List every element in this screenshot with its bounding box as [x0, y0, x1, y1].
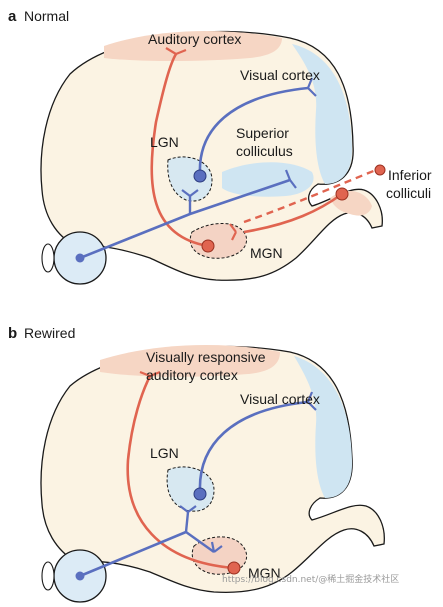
eye — [41, 549, 107, 603]
lgn-neuron-soma — [193, 487, 207, 501]
red-terminal-auditory-cortex — [165, 47, 187, 56]
label-superior-colliculus-1: Superior — [236, 125, 289, 141]
label-inferior-colliculi-1: Inferior — [388, 167, 432, 183]
label-auditory-cortex-2: auditory cortex — [146, 367, 238, 383]
inferior-colliculus-soma — [335, 187, 349, 201]
blue-terminal-mgn — [210, 541, 223, 553]
blue-pathway-lgn-to-cortex — [198, 86, 309, 175]
superior-colliculus — [222, 162, 314, 197]
panel-b-letter: b — [8, 325, 17, 342]
label-visual-cortex: Visual cortex — [240, 391, 320, 407]
label-auditory-cortex-1: Visually responsive — [146, 349, 266, 365]
blue-branch-to-lgn — [184, 511, 190, 533]
visual-cortex-region — [294, 356, 353, 498]
auditory-cortex-region — [100, 345, 280, 377]
blue-pathway-eye-to-branch — [79, 530, 187, 578]
panel-a-title: Normal — [24, 8, 69, 24]
mgn-neuron-soma — [201, 239, 215, 253]
red-terminal-mgn — [229, 223, 237, 241]
blue-terminal-lgn — [181, 189, 199, 197]
mgn-nucleus — [189, 222, 248, 259]
panel-b: b Rewired Visually responsi — [8, 325, 385, 603]
blue-terminal-visual-cortex — [306, 77, 317, 97]
red-pathway-mgn-to-cortex — [150, 53, 209, 248]
panel-a: a Normal — [8, 8, 432, 285]
panel-b-title: Rewired — [24, 325, 75, 341]
dashed-end-soma — [374, 164, 386, 176]
label-mgn: MGN — [250, 245, 283, 261]
red-terminal-auditory-cortex — [139, 370, 161, 378]
blue-terminal-colliculus — [284, 169, 297, 189]
label-mgn: MGN — [248, 565, 281, 581]
eye — [41, 231, 107, 285]
watermark: https://blog.csdn.net/@稀土掘金技术社区 — [222, 573, 399, 585]
auditory-cortex-region — [104, 31, 282, 61]
visual-cortex-region — [292, 44, 353, 184]
red-dashed-pathway — [243, 168, 377, 224]
red-pathway-mgn-to-cortex — [126, 375, 235, 570]
blue-terminal-lgn — [179, 505, 197, 513]
label-inferior-colliculi-2: colliculi — [386, 185, 431, 201]
blue-branch-to-mgn — [185, 531, 215, 553]
blue-terminal-visual-cortex — [306, 391, 317, 411]
label-auditory-cortex: Auditory cortex — [148, 31, 241, 47]
lgn-neuron-soma — [193, 169, 207, 183]
mgn-neuron-soma — [227, 561, 241, 575]
label-visual-cortex: Visual cortex — [240, 67, 320, 83]
red-pathway-inferior-to-mgn — [243, 192, 343, 234]
blue-pathway-lgn-to-cortex — [198, 400, 309, 493]
label-superior-colliculus-2: colliculus — [236, 143, 293, 159]
label-lgn: LGN — [150, 134, 179, 150]
label-lgn: LGN — [150, 445, 179, 461]
panel-a-letter: a — [8, 8, 17, 25]
